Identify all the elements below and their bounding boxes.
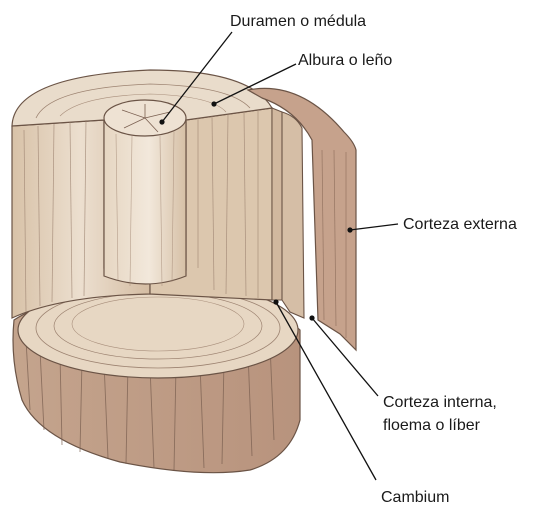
label-cambium: Cambium [381, 488, 449, 508]
label-floema: floema o líber [383, 416, 480, 436]
label-duramen: Duramen o médula [230, 12, 366, 32]
cambium-layer [272, 108, 282, 300]
label-corteza-externa: Corteza externa [403, 215, 517, 235]
inner-bark-sheet [282, 112, 304, 318]
label-albura: Albura o leño [298, 51, 392, 71]
label-corteza-interna: Corteza interna, [383, 393, 497, 413]
leader-corteza-externa [350, 224, 398, 230]
